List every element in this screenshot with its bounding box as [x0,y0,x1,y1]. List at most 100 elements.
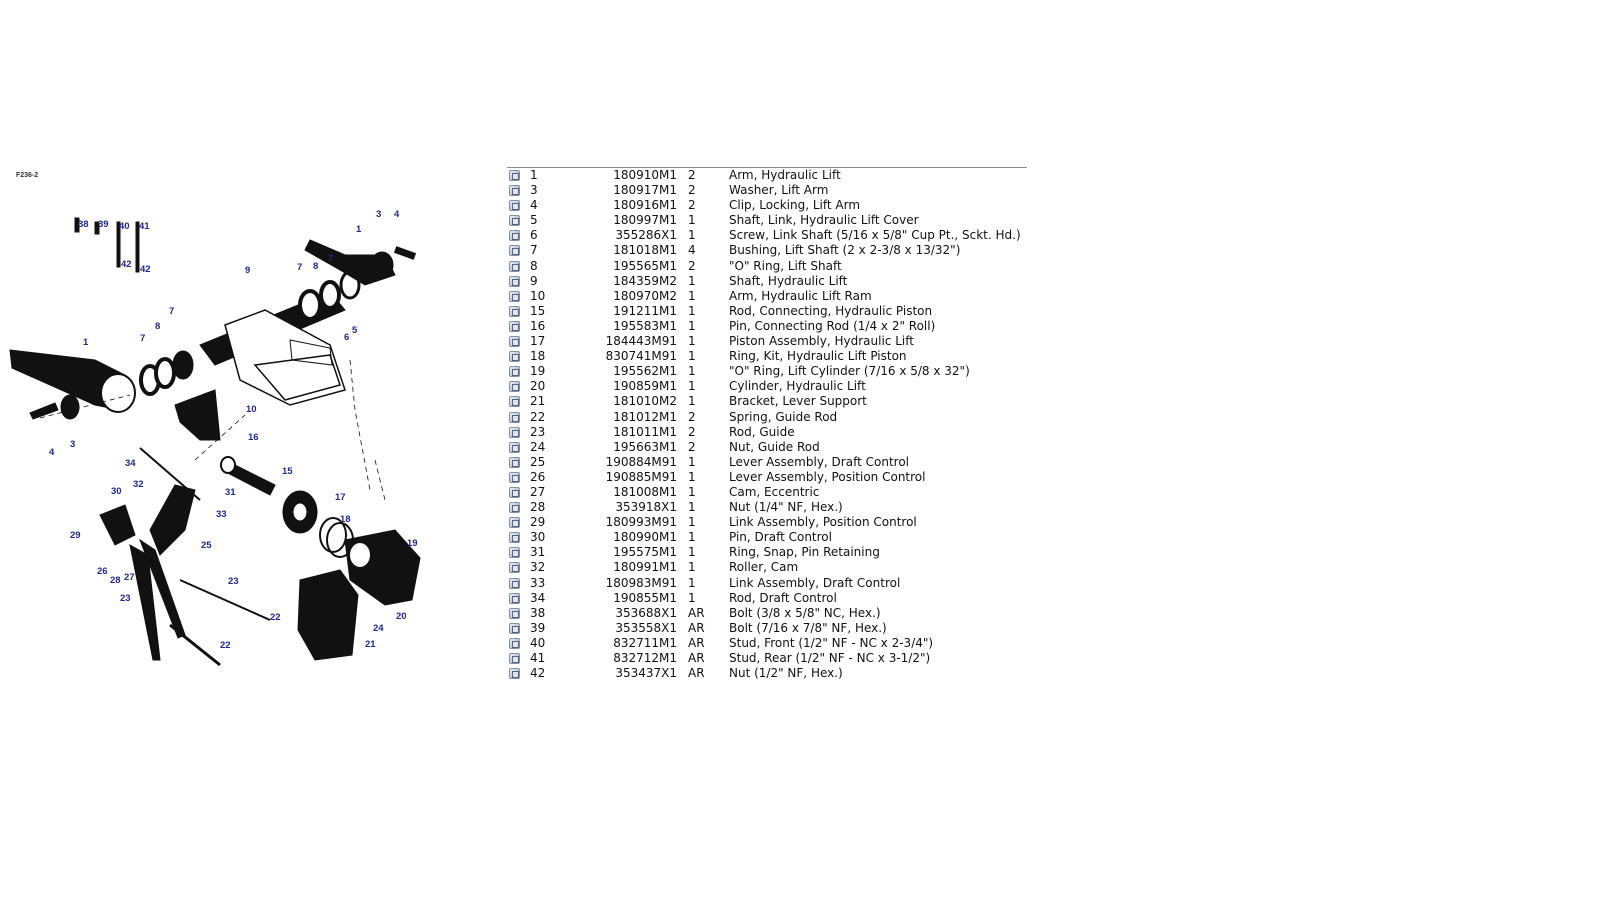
cell-description: Ring, Snap, Pin Retaining [729,546,880,560]
add-to-cart-icon[interactable] [509,653,520,664]
add-to-cart-icon[interactable] [509,547,520,559]
add-to-cart-icon[interactable] [509,170,520,181]
callout-label: 39 [98,219,109,230]
cell-part-number: 355286X1 [615,228,677,243]
add-to-cart-icon[interactable] [509,532,520,544]
callout-label: 25 [201,540,212,551]
callout-label: 30 [111,486,122,497]
add-to-cart-icon[interactable] [509,230,520,242]
add-to-cart-icon[interactable] [509,290,520,302]
add-to-cart-icon[interactable] [509,320,520,332]
callout-label: 4 [394,209,400,220]
add-to-cart-icon[interactable] [509,185,520,197]
add-to-cart-icon[interactable] [509,562,520,574]
add-to-cart-icon[interactable] [509,200,520,212]
cell-part-number: 184359M2 [613,273,677,288]
cell-ref-number: 9 [530,273,538,288]
add-to-cart-icon[interactable] [509,336,520,348]
cell-ref-number: 19 [530,364,546,379]
add-to-cart-icon[interactable] [509,592,520,604]
add-to-cart-icon[interactable] [509,502,520,514]
add-to-cart-icon[interactable] [509,441,520,453]
cell-description: Stud, Rear (1/2" NF - NC x 3-1/2") [729,652,931,665]
callout-label: 23 [120,593,131,604]
add-to-cart-icon[interactable] [509,305,520,317]
cell-part-number: 195583M1 [613,318,677,333]
add-to-cart-icon[interactable] [509,456,520,468]
cell-part-number: 353918X1 [615,500,677,515]
add-to-cart-icon[interactable] [509,351,520,363]
cell-part-number: 181008M1 [613,484,677,499]
cell-part-number: 180997M1 [613,213,677,228]
cell-ref-number: 24 [530,439,546,454]
add-to-cart-icon[interactable] [509,381,520,393]
add-to-cart-icon[interactable] [509,426,520,438]
cell-part-number: 180991M1 [613,560,677,575]
add-to-cart-icon[interactable] [509,486,520,498]
add-to-cart-icon[interactable] [509,577,520,589]
cell-ref-number: 21 [530,394,546,409]
cell-part-number: 191211M1 [613,303,677,318]
cell-description: Bushing, Lift Shaft (2 x 2-3/8 x 13/32") [729,244,961,258]
cell-quantity: 2 [688,439,696,454]
add-to-cart-icon[interactable] [509,607,520,619]
add-to-cart-icon[interactable] [509,517,520,529]
cell-description: Nut (1/4" NF, Hex.) [729,501,843,515]
add-to-cart-icon[interactable] [509,366,520,378]
add-to-cart-icon[interactable] [509,668,520,680]
add-to-cart-icon[interactable] [509,637,520,649]
cell-description: Rod, Connecting, Hydraulic Piston [729,304,933,318]
cell-quantity: 2 [688,168,696,182]
cell-quantity: 1 [688,575,696,590]
add-to-cart-icon[interactable] [509,411,520,423]
add-to-cart-icon[interactable] [509,622,520,634]
callout-label: 21 [365,639,376,650]
callout-label: 16 [248,432,259,443]
add-to-cart-icon[interactable] [509,245,520,257]
add-to-cart-icon[interactable] [509,471,520,483]
add-to-cart-icon[interactable] [509,275,520,287]
add-to-cart-icon[interactable] [509,215,520,227]
cell-part-number: 832711M1 [613,635,677,650]
add-to-cart-icon[interactable] [509,260,520,272]
callout-label: 34 [125,458,136,469]
add-to-cart-icon[interactable] [509,396,520,408]
cell-description: Bolt (7/16 x 7/8" NF, Hex.) [729,621,887,635]
cell-ref-number: 42 [530,666,546,681]
cell-part-number: 181018M1 [613,243,677,258]
